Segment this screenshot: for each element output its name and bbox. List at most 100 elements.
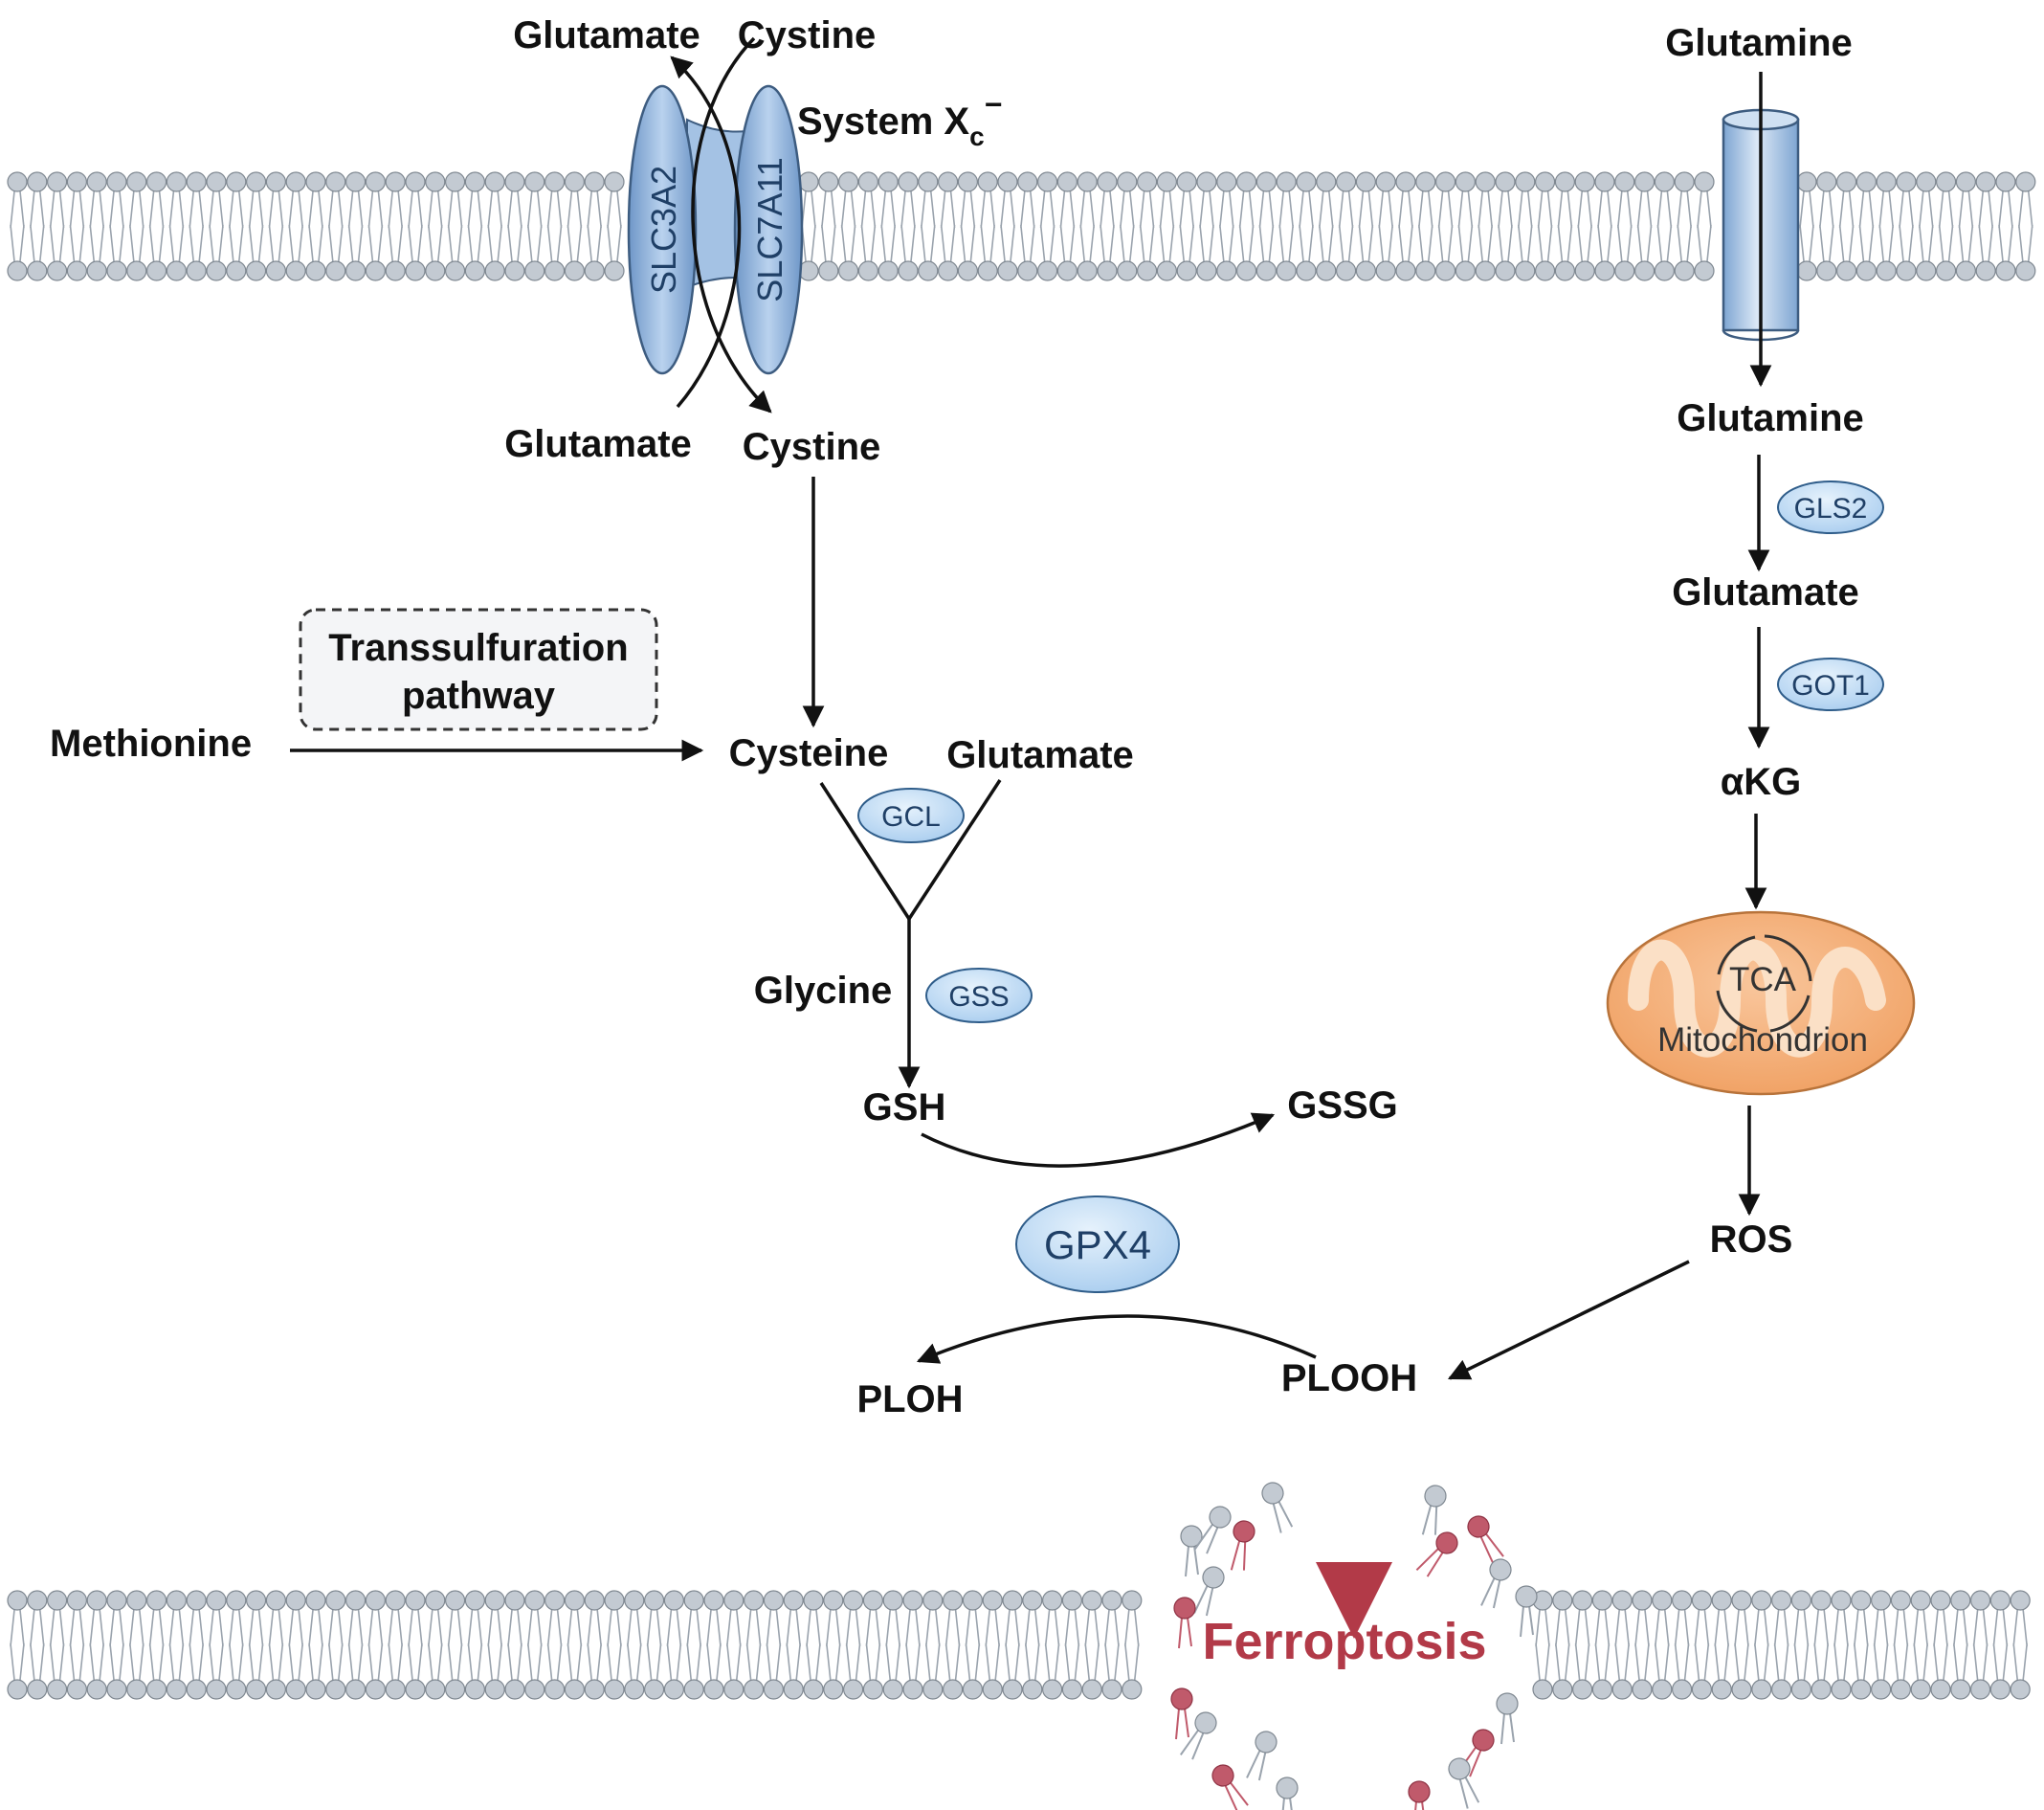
lipid-tails bbox=[1025, 1609, 1040, 1681]
lipid-tails bbox=[1278, 190, 1294, 262]
cysteine-label: Cysteine bbox=[729, 732, 889, 774]
cystine-out-label: Cystine bbox=[738, 14, 877, 56]
lipid-head bbox=[86, 171, 107, 192]
lipid-head bbox=[186, 1679, 207, 1700]
lipid-head bbox=[405, 260, 426, 281]
lipid-head bbox=[1552, 1590, 1573, 1611]
lipid-head bbox=[27, 260, 48, 281]
lipid-head bbox=[902, 1590, 923, 1611]
lipid-head bbox=[1571, 1679, 1593, 1700]
lipid-head bbox=[126, 260, 147, 281]
lipid-head bbox=[305, 260, 326, 281]
lipid-tails bbox=[1919, 190, 1934, 262]
lipid-head bbox=[898, 260, 919, 281]
lipid-head bbox=[1930, 1679, 1951, 1700]
lipid-tails bbox=[1535, 1609, 1550, 1681]
lipid-head bbox=[1022, 1590, 1043, 1611]
lipid-head bbox=[763, 1679, 785, 1700]
lipid-head bbox=[1654, 260, 1676, 281]
lipid-head bbox=[918, 171, 939, 192]
lipid-head bbox=[1355, 171, 1377, 192]
lipid-head bbox=[405, 171, 426, 192]
lipid-head bbox=[1136, 260, 1158, 281]
lipid-tails bbox=[1537, 190, 1553, 262]
lipid-tails bbox=[1799, 190, 1814, 262]
lipid-tails bbox=[1714, 1609, 1729, 1681]
lipid-head bbox=[544, 1590, 566, 1611]
lipid-tails bbox=[1219, 190, 1234, 262]
lipid-head bbox=[1296, 171, 1317, 192]
lipid-tails bbox=[69, 1609, 85, 1681]
lipid-head bbox=[564, 260, 586, 281]
lipid-head bbox=[1276, 260, 1297, 281]
lipid-head bbox=[365, 1590, 386, 1611]
lipid-tails bbox=[1577, 190, 1592, 262]
lipid-head bbox=[1574, 260, 1595, 281]
lipid-head bbox=[1916, 171, 1937, 192]
lipid-fragment bbox=[1193, 1566, 1225, 1617]
gcl-enzyme bbox=[857, 788, 965, 843]
lipid-head bbox=[604, 1590, 625, 1611]
lipid-head bbox=[1196, 260, 1217, 281]
lipid-tails bbox=[921, 190, 936, 262]
lipid-head bbox=[504, 1679, 525, 1700]
lipid-head bbox=[146, 1679, 167, 1700]
lipid-head bbox=[1077, 171, 1098, 192]
lipid-tails bbox=[49, 190, 65, 262]
lipid-tails bbox=[527, 190, 543, 262]
lipid-tails bbox=[1238, 190, 1255, 262]
glutamate-right-label: Glutamate bbox=[1672, 571, 1859, 614]
lipid-head bbox=[345, 1679, 367, 1700]
lipid-head bbox=[464, 1679, 485, 1700]
lipid-head bbox=[1790, 1679, 1812, 1700]
lipid-head bbox=[862, 1679, 884, 1700]
lipid-head bbox=[1056, 171, 1078, 192]
lipid-head bbox=[1335, 260, 1357, 281]
lipid-head bbox=[997, 171, 1018, 192]
lipid-head bbox=[624, 1590, 645, 1611]
lipid-tails bbox=[1159, 190, 1175, 262]
lipid-head bbox=[66, 260, 88, 281]
lipid-tails bbox=[408, 1609, 423, 1681]
lipid-head bbox=[703, 1590, 724, 1611]
got1-label: GOT1 bbox=[1791, 670, 1870, 702]
lipid-head bbox=[1276, 171, 1297, 192]
lipid-head bbox=[7, 260, 28, 281]
plasma-membrane-bottom bbox=[7, 1590, 2031, 1700]
lipid-head bbox=[1056, 260, 1078, 281]
lipid-head bbox=[524, 260, 545, 281]
lipid-head bbox=[1395, 260, 1416, 281]
lipid-head bbox=[1316, 171, 1337, 192]
lipid-head bbox=[643, 1590, 665, 1611]
lipid-tails bbox=[1838, 190, 1855, 262]
lipid-tails bbox=[189, 190, 204, 262]
lipid-tails bbox=[646, 1609, 662, 1681]
lipid-tails bbox=[30, 1609, 45, 1681]
lipid-head bbox=[166, 1679, 187, 1700]
lipid-tails bbox=[189, 1609, 204, 1681]
damaged-membrane-lipids bbox=[1170, 1482, 1538, 1810]
lipid-head bbox=[1950, 1590, 1971, 1611]
lipid-head bbox=[1316, 260, 1337, 281]
lipid-tails bbox=[109, 190, 124, 262]
lipid-head bbox=[285, 1679, 306, 1700]
lipid-head bbox=[1176, 171, 1197, 192]
lipid-head bbox=[484, 1590, 505, 1611]
lipid-tails bbox=[960, 190, 976, 262]
lipid-tails bbox=[1084, 1609, 1100, 1681]
lipid-head bbox=[27, 1590, 48, 1611]
lipid-head bbox=[1995, 171, 2016, 192]
lipid-head bbox=[445, 260, 466, 281]
oxidized-lipid bbox=[1408, 1780, 1431, 1810]
lipid-head bbox=[937, 171, 959, 192]
lipid-tails bbox=[388, 1609, 403, 1681]
lipid-head bbox=[1534, 171, 1556, 192]
lipid-head bbox=[1196, 171, 1217, 192]
lipid-tails bbox=[745, 1609, 762, 1681]
lipid-head bbox=[1235, 260, 1257, 281]
lipid-tails bbox=[1873, 1609, 1889, 1681]
lipid-fragment bbox=[1515, 1585, 1538, 1638]
lipid-head bbox=[1036, 171, 1058, 192]
lipid-tails bbox=[1124, 1609, 1140, 1681]
